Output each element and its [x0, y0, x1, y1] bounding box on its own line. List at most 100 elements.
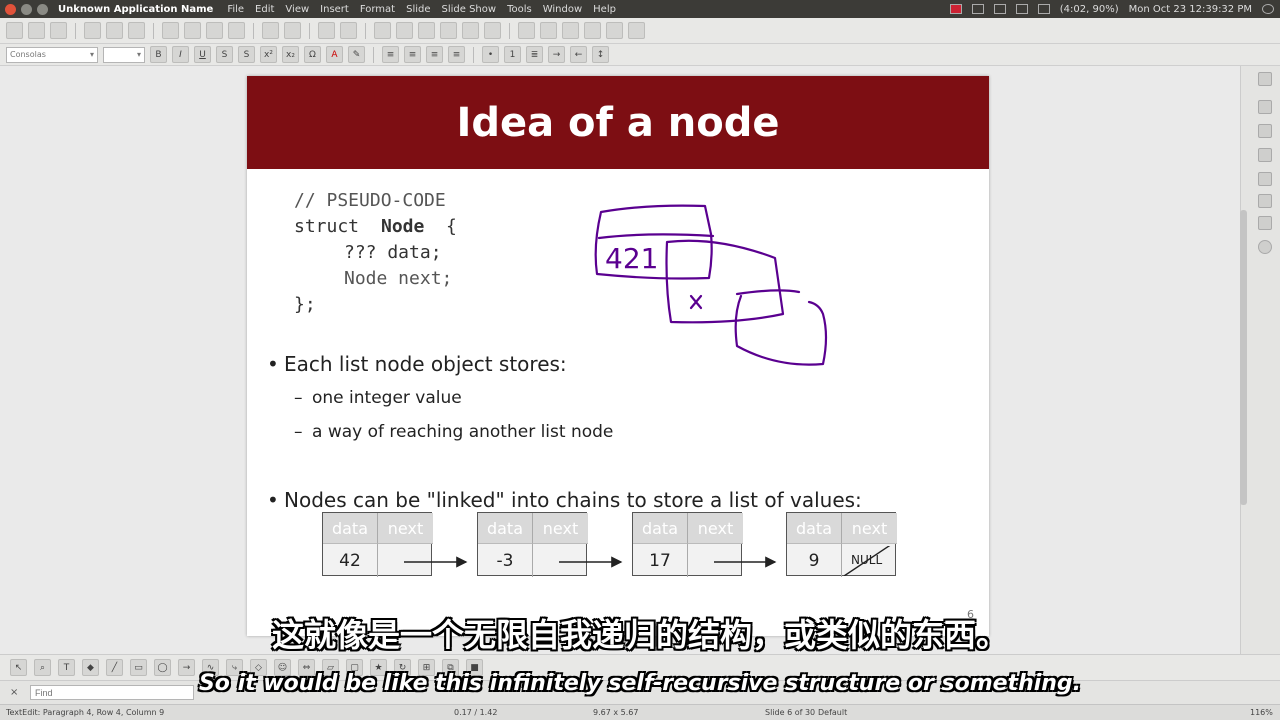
battery-status[interactable]: (4:02, 90%)	[1059, 3, 1119, 15]
special-character-icon[interactable]: Ω	[304, 46, 321, 63]
table-icon[interactable]	[374, 22, 391, 39]
block-arrows-icon[interactable]: ⇔	[298, 659, 315, 676]
numbering-icon[interactable]: 1	[504, 46, 521, 63]
list-node[interactable]: data next 9 NULL	[786, 512, 897, 577]
align-right-icon[interactable]: ≡	[426, 46, 443, 63]
code-next-field[interactable]: Node next;	[344, 268, 453, 289]
close-window-icon[interactable]	[5, 3, 16, 15]
stars-icon[interactable]: ★	[370, 659, 387, 676]
undo-icon[interactable]	[262, 22, 279, 39]
menu-file[interactable]: File	[227, 3, 245, 15]
basic-shapes-icon[interactable]: ◇	[250, 659, 267, 676]
display-views-icon[interactable]	[540, 22, 557, 39]
outdent-icon[interactable]: ←	[570, 46, 587, 63]
vertical-scrollbar[interactable]	[1240, 210, 1247, 505]
new-icon[interactable]	[6, 22, 23, 39]
dropbox-icon[interactable]	[971, 4, 984, 14]
rotate-icon[interactable]: ↻	[394, 659, 411, 676]
print-icon[interactable]	[128, 22, 145, 39]
new-slide-icon[interactable]	[628, 22, 645, 39]
start-slideshow-icon[interactable]	[584, 22, 601, 39]
shadow-icon[interactable]: S	[238, 46, 255, 63]
slide-canvas[interactable]: Idea of a node // PSEUDO-CODE struct Nod…	[247, 76, 989, 636]
flowchart-icon[interactable]: ▱	[322, 659, 339, 676]
align-left-icon[interactable]: ≡	[382, 46, 399, 63]
volume-icon[interactable]	[1037, 4, 1050, 14]
shadow-toggle-icon[interactable]: ■	[466, 659, 483, 676]
status-zoom[interactable]: 116%	[1250, 708, 1273, 717]
menu-insert[interactable]: Insert	[320, 3, 349, 15]
curve-icon[interactable]: ∿	[202, 659, 219, 676]
image-icon[interactable]	[396, 22, 413, 39]
align-objects-icon[interactable]: ⊞	[418, 659, 435, 676]
open-icon[interactable]	[28, 22, 45, 39]
bullets-icon[interactable]: •	[482, 46, 499, 63]
navigator-icon[interactable]	[1258, 216, 1272, 230]
bullet-each-node[interactable]: Each list node object stores:	[284, 352, 567, 376]
power-icon[interactable]	[1262, 4, 1274, 14]
underline-icon[interactable]: U	[194, 46, 211, 63]
connector-icon[interactable]: ⤷	[226, 659, 243, 676]
bullet-linked-chains[interactable]: Nodes can be "linked" into chains to sto…	[284, 488, 862, 512]
symbol-shapes-icon[interactable]: ☺	[274, 659, 291, 676]
text-icon[interactable]: T	[58, 659, 75, 676]
menu-window[interactable]: Window	[542, 3, 583, 15]
save-icon[interactable]	[50, 22, 67, 39]
strikethrough-icon[interactable]: S	[216, 46, 233, 63]
textbox-icon[interactable]	[440, 22, 457, 39]
slide-layout-icon[interactable]	[518, 22, 535, 39]
minimize-window-icon[interactable]	[21, 3, 32, 15]
code-close-brace[interactable]: };	[294, 294, 316, 315]
master-slide-icon[interactable]	[562, 22, 579, 39]
duplicate-slide-icon[interactable]	[606, 22, 623, 39]
maximize-window-icon[interactable]	[37, 3, 48, 15]
code-comment[interactable]: // PSEUDO-CODE	[294, 190, 446, 211]
redo-icon[interactable]	[284, 22, 301, 39]
fontwork-icon[interactable]	[484, 22, 501, 39]
cut-icon[interactable]	[162, 22, 179, 39]
callouts-icon[interactable]: ▢	[346, 659, 363, 676]
select-icon[interactable]: ↖	[10, 659, 27, 676]
menu-tools[interactable]: Tools	[507, 3, 532, 15]
menu-help[interactable]: Help	[593, 3, 616, 15]
menu-edit[interactable]: Edit	[255, 3, 275, 15]
edit-file-icon[interactable]	[84, 22, 101, 39]
italic-icon[interactable]: I	[172, 46, 189, 63]
code-struct-keyword[interactable]: struct	[294, 216, 360, 237]
font-color-icon[interactable]: A	[326, 46, 343, 63]
list-node[interactable]: data next 42	[322, 512, 433, 577]
list-node[interactable]: data next 17	[632, 512, 743, 577]
menu-slide[interactable]: Slide	[406, 3, 431, 15]
code-open-brace[interactable]: {	[446, 216, 457, 237]
settings-icon[interactable]	[1258, 240, 1272, 254]
fill-color-icon[interactable]: ◆	[82, 659, 99, 676]
record-icon[interactable]	[949, 4, 962, 14]
code-struct-name[interactable]: Node	[381, 216, 425, 237]
menu-format[interactable]: Format	[359, 3, 396, 15]
properties-icon[interactable]	[1258, 72, 1272, 86]
line-icon[interactable]: ╱	[106, 659, 123, 676]
special-char-icon[interactable]	[462, 22, 479, 39]
keyboard-layout-icon[interactable]	[1015, 4, 1028, 14]
zoom-icon[interactable]: ⌕	[34, 659, 51, 676]
outline-icon[interactable]: ≣	[526, 46, 543, 63]
sub-bullet-integer[interactable]: one integer value	[312, 388, 462, 408]
line-spacing-icon[interactable]: ↕	[592, 46, 609, 63]
export-pdf-icon[interactable]	[106, 22, 123, 39]
slide-transition-icon[interactable]	[1258, 100, 1272, 114]
gallery-icon[interactable]	[1258, 194, 1272, 208]
font-name-combo[interactable]: Consolas▾	[6, 46, 98, 63]
menu-view[interactable]: View	[285, 3, 310, 15]
chart-icon[interactable]	[418, 22, 435, 39]
copy-icon[interactable]	[184, 22, 201, 39]
sub-bullet-reaching[interactable]: a way of reaching another list node	[312, 422, 614, 442]
bold-icon[interactable]: B	[150, 46, 167, 63]
ellipse-icon[interactable]: ◯	[154, 659, 171, 676]
superscript-icon[interactable]: x²	[260, 46, 277, 63]
arrow-line-icon[interactable]: →	[178, 659, 195, 676]
spellcheck-icon[interactable]	[340, 22, 357, 39]
font-size-combo[interactable]: ▾	[103, 46, 145, 63]
find-input[interactable]	[30, 685, 194, 700]
slide-title[interactable]: Idea of a node	[456, 99, 780, 146]
close-find-icon[interactable]: ×	[10, 687, 19, 698]
